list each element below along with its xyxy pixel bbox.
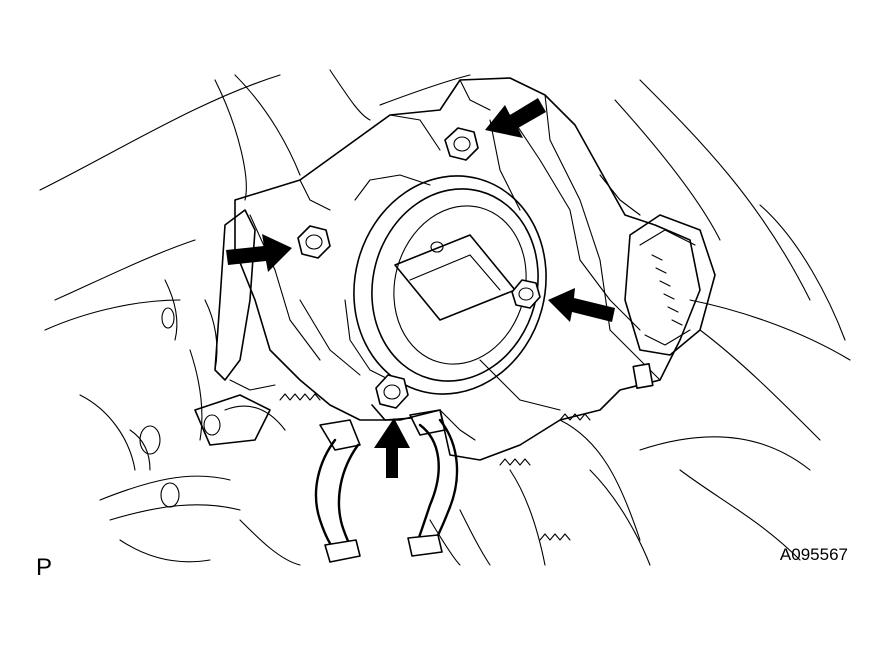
arrow-icon: [548, 288, 615, 322]
throttle-position-connector: [624, 214, 716, 390]
arrow-icon: [374, 418, 410, 478]
bolt-lower: [371, 374, 413, 421]
mounting-bolts: [297, 127, 541, 421]
bolt-left: [297, 225, 331, 259]
arrow-icon: [485, 98, 546, 138]
serrated-edges: [279, 393, 591, 541]
bolt-upper-right: [444, 127, 479, 161]
arrow-icon: [226, 234, 292, 272]
view-marker: P: [36, 554, 52, 581]
indicator-arrows: [226, 98, 615, 478]
bolt-right: [511, 279, 541, 309]
left-bracket: [194, 209, 276, 446]
coolant-hoses: [314, 409, 459, 563]
figure-code: A095567: [780, 545, 848, 564]
engine-background-lines: [39, 69, 851, 566]
